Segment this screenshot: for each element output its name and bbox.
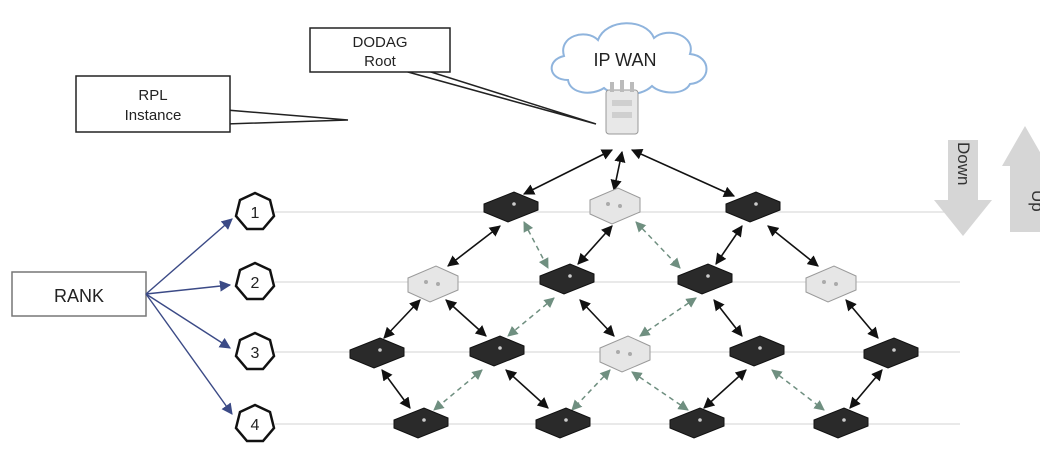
rank-number-4: 4 — [251, 417, 260, 434]
up-label: Up — [1028, 190, 1040, 212]
dark-node-r4-b — [535, 407, 591, 439]
rank-marker-2: 2 — [234, 261, 276, 301]
dodag-root-callout: DODAG Root — [309, 27, 597, 125]
dark-node-r4-a — [393, 407, 449, 439]
dark-node-r1-a — [483, 191, 539, 223]
dark-nodes — [349, 191, 919, 439]
rank-guide-lines — [275, 211, 960, 425]
light-node-r1-b — [589, 187, 641, 225]
dark-node-r3-b — [469, 335, 525, 367]
down-arrow — [934, 140, 992, 236]
dashed-links — [433, 221, 825, 411]
light-node-r2-d — [805, 265, 857, 303]
rank-number-3: 3 — [251, 345, 260, 362]
down-label: Down — [954, 142, 973, 185]
rpl-instance-callout: RPL Instance — [75, 75, 349, 133]
up-arrow — [1002, 126, 1040, 232]
dodag-root-router — [605, 80, 639, 135]
dark-node-r3-e — [863, 337, 919, 369]
direction-arrows: Down Up — [934, 126, 1040, 236]
dodag-root-line-2: Root — [364, 53, 397, 70]
solid-links — [381, 149, 883, 409]
dark-node-r2-c — [677, 263, 733, 295]
rank-label: RANK — [54, 286, 104, 306]
rank-legend: RANK — [11, 218, 233, 415]
light-node-r2-a — [407, 265, 459, 303]
ip-wan-cloud: IP WAN — [550, 22, 708, 96]
rank-number-1: 1 — [251, 205, 260, 222]
rank-markers: 1 2 3 4 — [234, 191, 276, 443]
dark-node-r3-a — [349, 337, 405, 369]
rank-marker-1: 1 — [234, 191, 276, 231]
dodag-root-line-1: DODAG — [352, 34, 407, 51]
dark-node-r2-b — [539, 263, 595, 295]
dark-node-r1-c — [725, 191, 781, 223]
light-nodes — [407, 187, 857, 373]
rpl-instance-line-1: RPL — [138, 87, 167, 104]
light-node-r3-c — [599, 335, 651, 373]
dark-node-r4-d — [813, 407, 869, 439]
cloud-label: IP WAN — [593, 50, 656, 70]
dark-node-r4-c — [669, 407, 725, 439]
rpl-instance-line-2: Instance — [125, 107, 182, 124]
rank-marker-4: 4 — [234, 403, 276, 443]
rank-number-2: 2 — [251, 275, 260, 292]
rank-box — [11, 271, 147, 317]
dark-node-r3-d — [729, 335, 785, 367]
rank-marker-3: 3 — [234, 331, 276, 371]
